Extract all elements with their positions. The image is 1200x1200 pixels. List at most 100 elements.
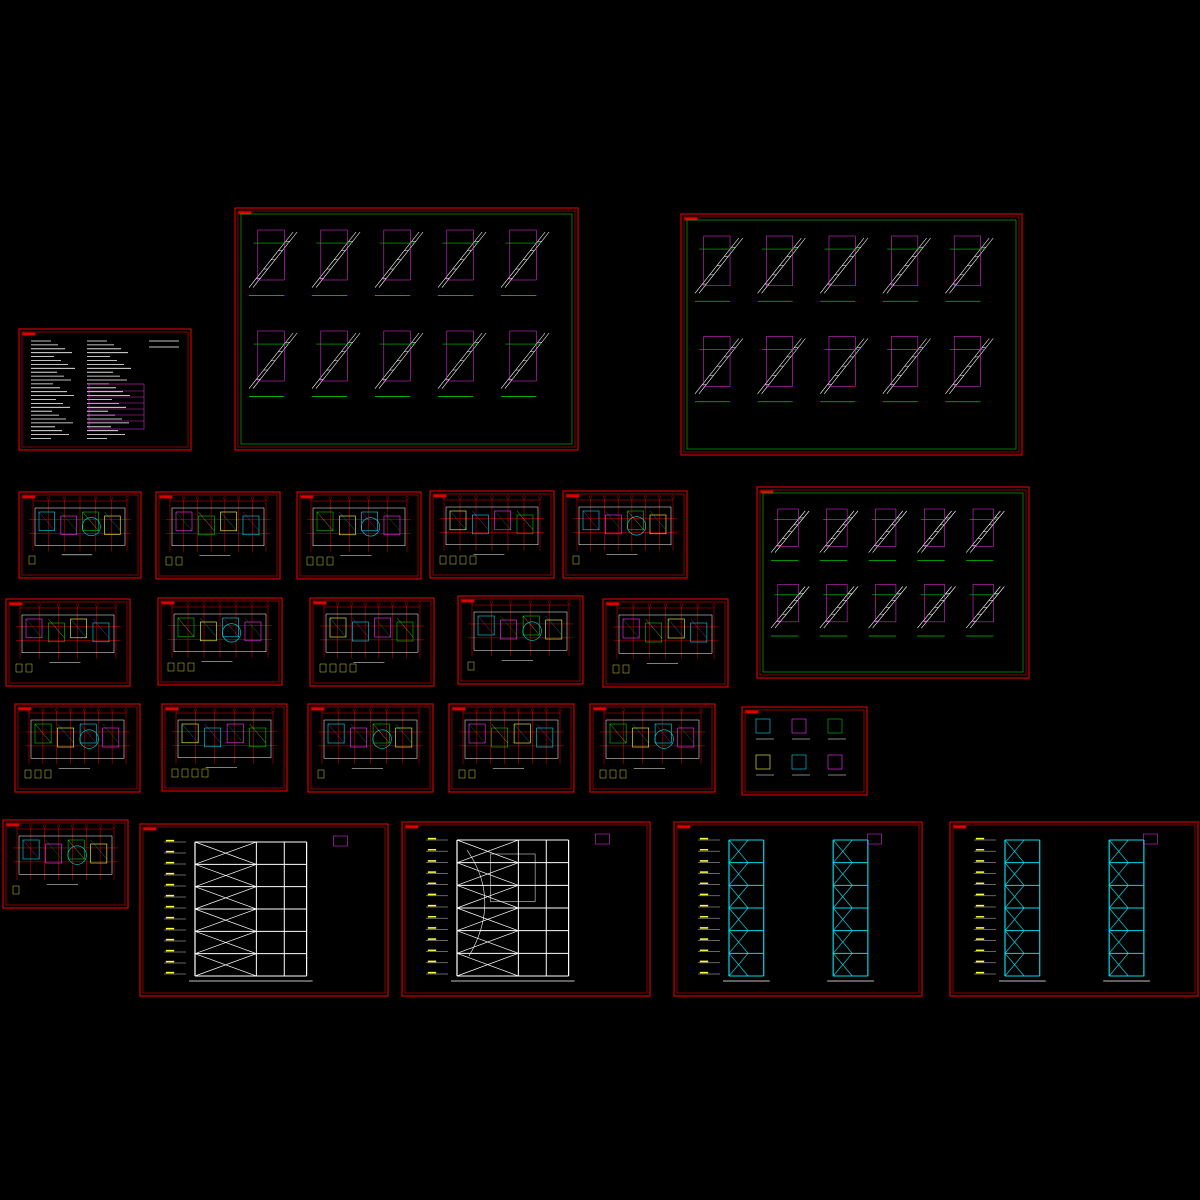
detail-outline — [755, 754, 771, 770]
level-label — [165, 883, 175, 886]
handrail-outline — [923, 508, 945, 547]
grid-bubble — [657, 495, 661, 499]
grid-bubble — [530, 708, 534, 712]
equipment-outline — [677, 727, 695, 748]
plan-sheet-06[interactable] — [5, 598, 131, 687]
grid-bubble — [78, 496, 82, 500]
level-label — [975, 893, 985, 896]
handrail-outline — [509, 330, 537, 382]
stair-details-sheet-2[interactable] — [680, 213, 1023, 456]
grid-bubble — [369, 708, 373, 712]
grid-bubble — [461, 708, 465, 712]
plan-sheet-16[interactable] — [2, 819, 129, 909]
platform-outline — [473, 611, 568, 651]
level-label — [165, 861, 175, 864]
grid-bubble — [209, 496, 213, 500]
title-block-tab — [593, 707, 607, 711]
section-detail — [599, 769, 607, 779]
hatch-line — [582, 510, 600, 530]
level-label — [975, 927, 985, 929]
brace-line — [456, 862, 519, 886]
equipment-outline — [645, 622, 663, 643]
level-label — [427, 949, 437, 952]
elevation-sheet-4[interactable] — [949, 821, 1199, 997]
title-block-tab — [22, 332, 36, 336]
detail-outline — [827, 718, 843, 734]
brace-line — [1108, 907, 1129, 931]
sheet-inner-border — [759, 489, 1027, 676]
platform-outline — [21, 614, 115, 654]
grid-bubble — [548, 600, 552, 604]
sheet-outer-border — [155, 491, 281, 580]
elevation-sheet-3[interactable] — [673, 821, 923, 997]
tank-outline — [372, 729, 392, 749]
level-label — [975, 904, 985, 907]
equipment-outline — [22, 839, 40, 860]
sheet-inner-border — [5, 822, 126, 906]
plan-sheet-07[interactable] — [157, 597, 283, 686]
drawing-area-border — [762, 492, 1024, 673]
stair-details-sheet-1[interactable] — [234, 207, 579, 451]
plan-sheet-12[interactable] — [161, 703, 288, 792]
handrail-outline — [509, 229, 537, 281]
grid-bubble — [386, 496, 390, 500]
hatch-line — [494, 510, 511, 530]
elevation-sheet-1[interactable] — [139, 823, 389, 997]
title-block-tab — [9, 602, 23, 606]
plan-sheet-08[interactable] — [309, 597, 435, 687]
handrail-outline — [446, 330, 474, 382]
hatch-line — [38, 511, 55, 531]
plan-sheet-04[interactable] — [429, 490, 555, 579]
level-label — [975, 960, 985, 963]
title-block-tab — [606, 602, 620, 606]
plan-sheet-11[interactable] — [14, 703, 141, 793]
title-block-tab — [677, 825, 691, 829]
plan-sheet-10[interactable] — [602, 598, 729, 688]
section-detail — [171, 768, 179, 778]
plan-sheet-05[interactable] — [562, 490, 688, 579]
grid-bubble — [474, 495, 478, 499]
plan-sheet-09[interactable] — [457, 595, 584, 685]
sheet-inner-border — [744, 709, 865, 793]
level-label — [165, 949, 175, 952]
small-details-sheet[interactable] — [741, 706, 868, 796]
grid-bubble — [558, 708, 562, 712]
plan-sheet-01[interactable] — [18, 491, 142, 579]
elevation-sheet-2[interactable] — [401, 821, 651, 997]
general-notes-sheet[interactable] — [18, 328, 192, 451]
level-label — [699, 949, 709, 952]
tank-outline — [81, 517, 101, 537]
plan-sheet-02[interactable] — [155, 491, 281, 580]
level-label — [427, 837, 437, 840]
hatch-line — [523, 615, 540, 636]
grid-bubble — [70, 824, 74, 828]
plan-sheet-14[interactable] — [448, 703, 575, 793]
plan-sheet-03[interactable] — [296, 491, 422, 580]
grid-bubble — [264, 496, 268, 500]
handrail-outline — [383, 330, 411, 382]
grid-bubble — [615, 603, 619, 607]
plan-sheet-13[interactable] — [307, 703, 434, 793]
equipment-outline — [667, 618, 685, 639]
hatch-line — [516, 510, 534, 530]
plan-sheet-15[interactable] — [589, 703, 716, 793]
grid-bubble — [647, 603, 651, 607]
grid-bubble — [193, 708, 197, 712]
hatch-line — [545, 615, 562, 636]
handrail-outline — [777, 584, 799, 623]
brace-line — [832, 862, 853, 886]
grid-bubble — [377, 602, 381, 606]
hatch-line — [690, 618, 707, 639]
grid-bubble — [509, 600, 513, 604]
hatch-line — [244, 617, 262, 637]
hatch-line — [645, 618, 662, 639]
hatch-line — [649, 510, 667, 530]
handrail-outline — [766, 336, 793, 387]
brace-line — [194, 931, 257, 954]
tank-outline — [361, 517, 381, 537]
material-table — [88, 383, 145, 430]
grid-bubble — [95, 603, 99, 607]
hatch-line — [68, 839, 85, 860]
ladder-details-sheet[interactable] — [756, 486, 1030, 679]
